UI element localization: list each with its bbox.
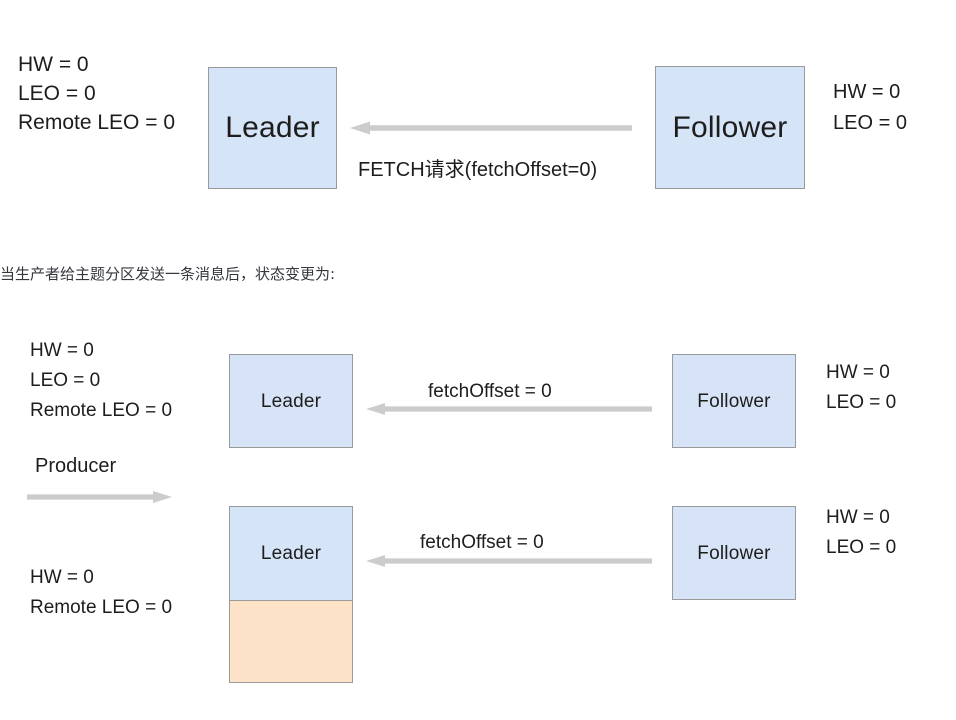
node-label: Leader — [260, 390, 322, 412]
node-label: Follower — [697, 542, 771, 564]
status-line: HW = 0 — [833, 81, 901, 103]
node-label: Leader — [260, 543, 322, 564]
figure-one-follower-node: Follower — [655, 66, 805, 189]
producer-label: Producer — [35, 455, 117, 477]
figure-one-left-status: HW = 0 LEO = 0 Remote LEO = 0 — [18, 50, 175, 137]
figure-one-right-status: HW = 0 LEO = 0 — [833, 77, 907, 139]
figure-two-top-follower-node: Follower — [672, 354, 796, 448]
status-line: Remote LEO = 0 — [18, 111, 175, 134]
figure-two-bottom-follower-node: Follower — [672, 506, 796, 600]
producer-arrow-right-icon — [27, 490, 172, 504]
figure-two-top-fetch-arrow-left-icon — [366, 402, 652, 416]
section-caption: 当生产者给主题分区发送一条消息后，状态变更为: — [0, 265, 336, 283]
figure-two-top-right-status: HW = 0 LEO = 0 — [826, 358, 896, 418]
status-line: LEO = 0 — [18, 82, 96, 105]
status-line: Remote LEO = 0 — [30, 597, 173, 618]
leader-new-message-segment — [229, 601, 353, 683]
status-line: Remote LEO = 0 — [30, 400, 173, 421]
status-line: HW = 0 — [30, 340, 94, 361]
figure-two-bottom-fetch-arrow-label: fetchOffset = 0 — [420, 532, 544, 553]
status-line: HW = 0 — [18, 53, 89, 76]
node-label: Leader — [225, 111, 320, 144]
status-line: LEO = 0 — [826, 392, 897, 413]
figure-one-leader-node: Leader — [208, 67, 337, 189]
node-label: Follower — [672, 110, 788, 144]
node-label: Follower — [697, 390, 771, 412]
figure-one-fetch-arrow-left-icon — [350, 121, 632, 135]
status-line: HW = 0 — [826, 362, 890, 383]
figure-two-bottom-leader-node: Leader — [229, 506, 353, 683]
figure-two-top-left-status: HW = 0 LEO = 0 Remote LEO = 0 — [30, 336, 172, 426]
status-line: LEO = 0 — [30, 370, 101, 391]
figure-two-top-leader-node: Leader — [229, 354, 353, 448]
figure-one-fetch-arrow-label: FETCH请求(fetchOffset=0) — [358, 159, 598, 181]
figure-two-bottom-right-status: HW = 0 LEO = 0 — [826, 503, 896, 563]
status-line: LEO = 0 — [833, 112, 907, 134]
figure-two-bottom-left-status: HW = 0 Remote LEO = 0 — [30, 563, 172, 623]
figure-two-bottom-fetch-arrow-left-icon — [366, 554, 652, 568]
figure-two-top-fetch-arrow-label: fetchOffset = 0 — [428, 381, 552, 402]
status-line: LEO = 0 — [826, 537, 897, 558]
status-line: HW = 0 — [30, 567, 94, 588]
leader-committed-segment: Leader — [229, 506, 353, 601]
status-line: HW = 0 — [826, 507, 890, 528]
